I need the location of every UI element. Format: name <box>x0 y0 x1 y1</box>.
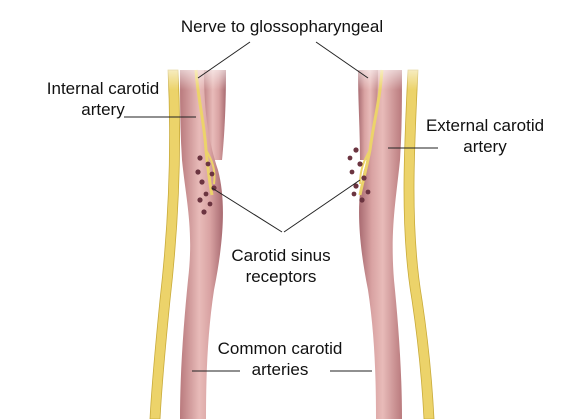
leader-sinus-left <box>211 187 283 233</box>
label-external-carotid: External carotid artery <box>400 115 570 157</box>
label-external-carotid-line1: External carotid <box>425 116 545 135</box>
label-internal-carotid-line2: artery <box>81 100 125 119</box>
label-sinus-line1: Carotid sinus <box>231 246 331 265</box>
label-external-carotid-line2: artery <box>463 137 507 156</box>
leader-nerve-right <box>315 41 369 79</box>
leader-nerve-left <box>197 41 251 79</box>
left-outer-nerve <box>149 69 180 419</box>
label-nerve-to-glossopharyngeal: Nerve to glossopharyngeal <box>158 16 406 37</box>
leader-sinus-right <box>283 179 361 233</box>
left-sinus-nerve-branch <box>205 149 216 185</box>
label-carotid-sinus-receptors: Carotid sinus receptors <box>206 245 356 287</box>
label-internal-carotid-line1: Internal carotid <box>46 79 160 98</box>
leader-lines <box>124 41 438 372</box>
left-sinus-nerve <box>194 69 214 196</box>
label-sinus-line2: receptors <box>245 267 317 286</box>
right-sinus-receptors <box>347 147 371 203</box>
right-outer-nerve <box>403 69 435 419</box>
right-sinus-nerve <box>358 69 384 196</box>
label-internal-carotid: Internal carotid artery <box>18 78 188 120</box>
right-sinus-nerve-branch <box>359 149 371 185</box>
left-sinus-receptors <box>195 155 217 215</box>
label-common-carotid: Common carotid arteries <box>200 338 360 380</box>
label-common-carotid-line2: arteries <box>251 360 309 379</box>
left-common-artery <box>180 70 223 419</box>
label-common-carotid-line1: Common carotid <box>217 339 343 358</box>
label-nerve-text: Nerve to glossopharyngeal <box>180 17 384 36</box>
